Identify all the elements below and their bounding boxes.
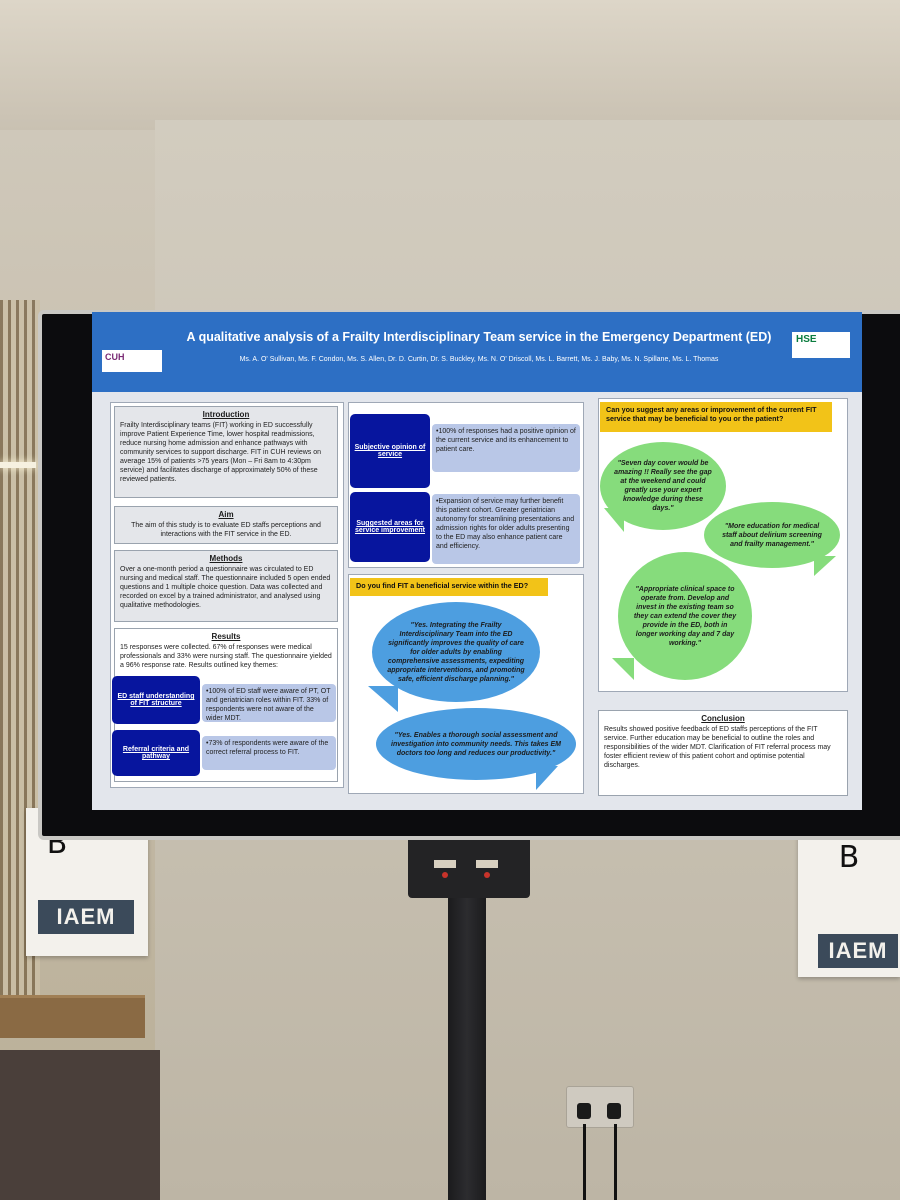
hse-logo: HSE xyxy=(792,332,850,358)
introduction-box: Introduction Frailty Interdisciplinary t… xyxy=(114,406,338,498)
floor xyxy=(0,1050,160,1200)
bubble-tail xyxy=(604,508,624,532)
power-cable xyxy=(583,1124,586,1200)
poster-screen: CUH A qualitative analysis of a Frailty … xyxy=(92,312,862,810)
sign-letter: B xyxy=(838,840,860,875)
iaem-logo: IAEM xyxy=(38,900,134,934)
bubble-tail xyxy=(814,556,836,576)
theme-label: ED staff understanding of FIT structure xyxy=(112,676,200,724)
theme-text: •73% of respondents were aware of the co… xyxy=(202,736,336,770)
theme-text: •100% of responses had a positive opinio… xyxy=(432,424,580,472)
conclusion-box: Conclusion Results showed positive feedb… xyxy=(598,710,848,796)
theme-label: Subjective opinion of service xyxy=(350,414,430,488)
aim-box: Aim The aim of this study is to evaluate… xyxy=(114,506,338,544)
wall-light xyxy=(0,462,36,468)
question-banner: Do you find FIT a beneficial service wit… xyxy=(350,578,548,596)
theme-text: •100% of ED staff were aware of PT, OT a… xyxy=(202,684,336,722)
monitor-stand-pole xyxy=(448,890,486,1200)
theme-text: •Expansion of service may further benefi… xyxy=(432,494,580,564)
question-banner: Can you suggest any areas or improvement… xyxy=(600,402,832,432)
theme-label: Referral criteria and pathway xyxy=(112,730,200,776)
bubble-tail xyxy=(368,686,398,712)
speech-bubble: "Yes. Integrating the Frailty Interdisci… xyxy=(372,602,540,702)
cuh-logo: CUH xyxy=(102,350,162,372)
poster-authors: Ms. A. O' Sullivan, Ms. F. Condon, Ms. S… xyxy=(239,356,719,363)
iaem-logo: IAEM xyxy=(818,934,898,968)
wooden-bench xyxy=(0,995,145,1038)
poster-title: A qualitative analysis of a Frailty Inte… xyxy=(186,330,772,344)
bubble-tail xyxy=(612,658,634,680)
power-cable xyxy=(614,1124,617,1200)
bubble-tail xyxy=(536,766,558,790)
board-sign-right: B IAEM xyxy=(798,822,900,977)
methods-box: Methods Over a one-month period a questi… xyxy=(114,550,338,622)
poster-header: CUH A qualitative analysis of a Frailty … xyxy=(92,312,862,392)
ceiling xyxy=(0,0,900,130)
wall-socket xyxy=(566,1086,634,1128)
theme-label: Suggested areas for service improvement xyxy=(350,492,430,562)
speech-bubble: "Appropriate clinical space to operate f… xyxy=(618,552,752,680)
